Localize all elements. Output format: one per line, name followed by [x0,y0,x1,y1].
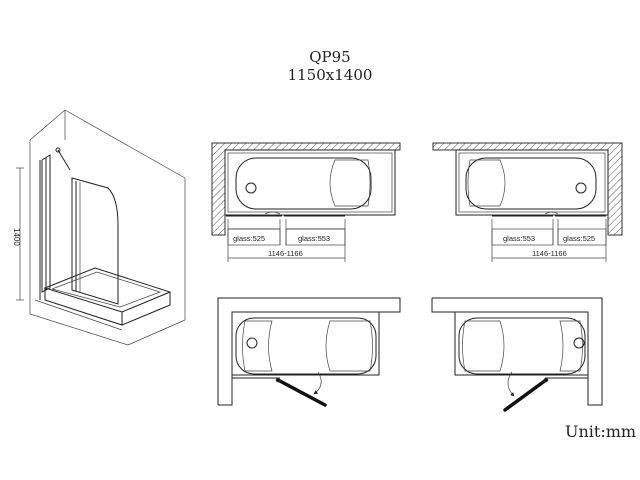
unit-label: Unit:mm [565,422,636,441]
glass-label-right: glass:553 [298,234,330,243]
glass-label-left: glass:553 [503,234,535,243]
model-title: QP95 [309,48,350,66]
range-label: 1146-1166 [532,249,567,258]
plan-top-right: glass:553 glass:525 1146-1166 [432,142,623,262]
height-label: 1400 [12,228,21,246]
plan-bottom-right-open [431,297,603,412]
range-label: 1146-1166 [268,249,303,258]
size-title: 1150x1400 [288,66,373,84]
plan-bottom-left-open [217,297,401,407]
perspective-view: 1400 [12,109,186,346]
plan-top-left: glass:525 glass:553 1146-1166 [211,142,401,262]
glass-label-left: glass:525 [233,234,265,243]
glass-label-right: glass:525 [563,234,595,243]
